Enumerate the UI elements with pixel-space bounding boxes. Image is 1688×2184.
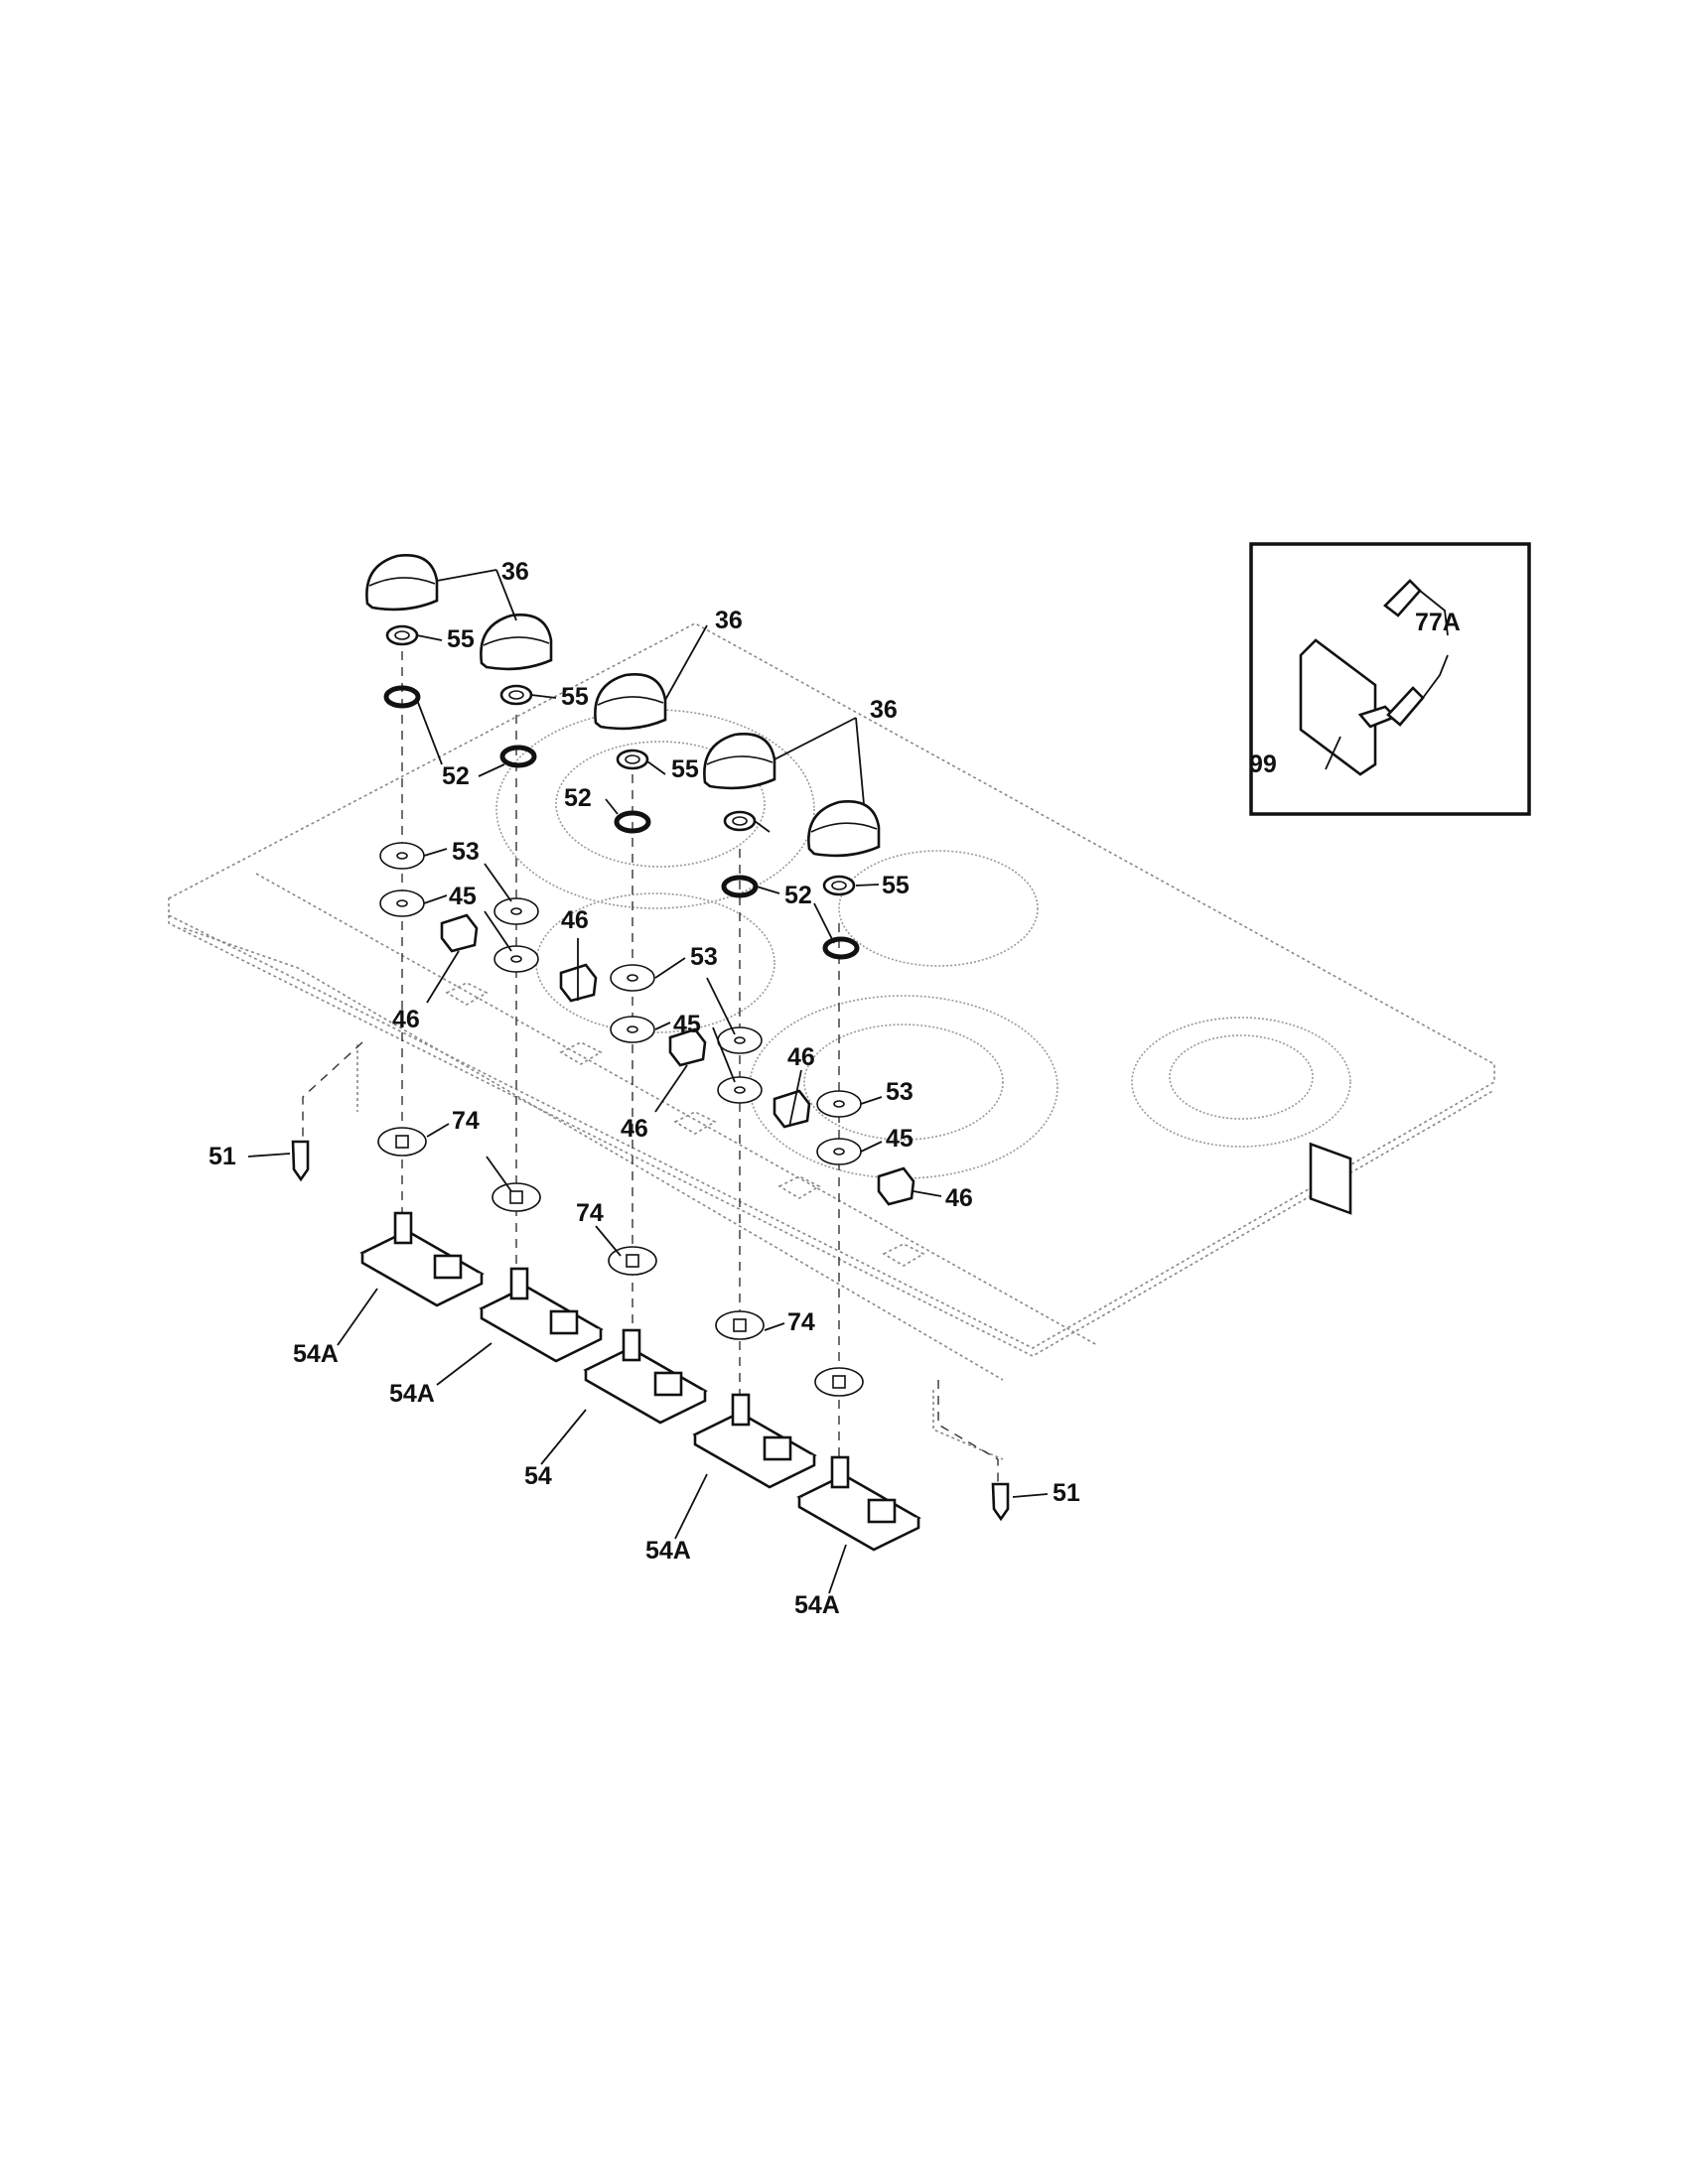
callout-54: 54 bbox=[524, 1462, 552, 1490]
callout-54A: 54A bbox=[389, 1380, 435, 1408]
control-board-parts bbox=[359, 1211, 921, 1552]
leader-lines bbox=[247, 569, 1049, 1594]
callout-55: 55 bbox=[671, 755, 699, 783]
callout-55: 55 bbox=[447, 625, 475, 653]
callout-45: 45 bbox=[673, 1011, 701, 1038]
o-ring-parts bbox=[383, 685, 860, 960]
callout-99: 99 bbox=[1249, 751, 1277, 778]
knob-4 bbox=[703, 732, 776, 790]
knob-5 bbox=[807, 799, 881, 858]
mount-pads bbox=[445, 982, 925, 1267]
callout-51: 51 bbox=[209, 1143, 236, 1170]
inset-detail bbox=[1249, 542, 1531, 1215]
callout-46: 46 bbox=[621, 1115, 648, 1143]
assembly-guides bbox=[302, 575, 1386, 1489]
board-1 bbox=[359, 1211, 485, 1307]
nut-parts bbox=[385, 624, 856, 896]
board-4 bbox=[692, 1393, 817, 1489]
gasket-parts bbox=[377, 1127, 864, 1397]
knob-3 bbox=[594, 672, 667, 731]
pin-parts bbox=[291, 1140, 1010, 1522]
knob-1 bbox=[365, 553, 439, 612]
callout-53: 53 bbox=[452, 838, 480, 866]
callout-53: 53 bbox=[690, 943, 718, 971]
callout-55: 55 bbox=[561, 683, 589, 711]
cooktop-outline bbox=[168, 622, 1495, 1460]
callout-45: 45 bbox=[886, 1125, 914, 1153]
callout-54A: 54A bbox=[794, 1591, 840, 1619]
callout-45: 45 bbox=[449, 883, 477, 910]
callout-74: 74 bbox=[787, 1308, 815, 1336]
callout-51: 51 bbox=[1053, 1479, 1080, 1507]
callout-52: 52 bbox=[784, 882, 812, 909]
callout-52: 52 bbox=[564, 784, 592, 812]
callout-53: 53 bbox=[886, 1078, 914, 1106]
callout-36: 36 bbox=[870, 696, 898, 724]
washer-parts bbox=[379, 842, 862, 1165]
callout-54A: 54A bbox=[293, 1340, 339, 1368]
callout-46: 46 bbox=[787, 1043, 815, 1071]
callout-54A: 54A bbox=[645, 1537, 691, 1565]
board-5 bbox=[796, 1455, 921, 1552]
callout-46: 46 bbox=[392, 1006, 420, 1033]
knob-parts bbox=[365, 553, 881, 858]
callout-labels: 36 36 36 55 55 55 55 52 52 52 53 53 53 4… bbox=[209, 558, 1461, 1619]
callout-46: 46 bbox=[561, 906, 589, 934]
callout-36: 36 bbox=[715, 607, 743, 634]
callout-36: 36 bbox=[501, 558, 529, 586]
callout-52: 52 bbox=[442, 762, 470, 790]
callout-46: 46 bbox=[945, 1184, 973, 1212]
callout-55: 55 bbox=[882, 872, 910, 899]
knob-2 bbox=[480, 613, 553, 671]
callout-77A: 77A bbox=[1415, 609, 1461, 636]
board-3 bbox=[583, 1328, 708, 1425]
callout-74: 74 bbox=[576, 1199, 604, 1227]
burner-rings bbox=[495, 709, 1351, 1179]
board-2 bbox=[479, 1267, 604, 1363]
callout-74: 74 bbox=[452, 1107, 480, 1135]
